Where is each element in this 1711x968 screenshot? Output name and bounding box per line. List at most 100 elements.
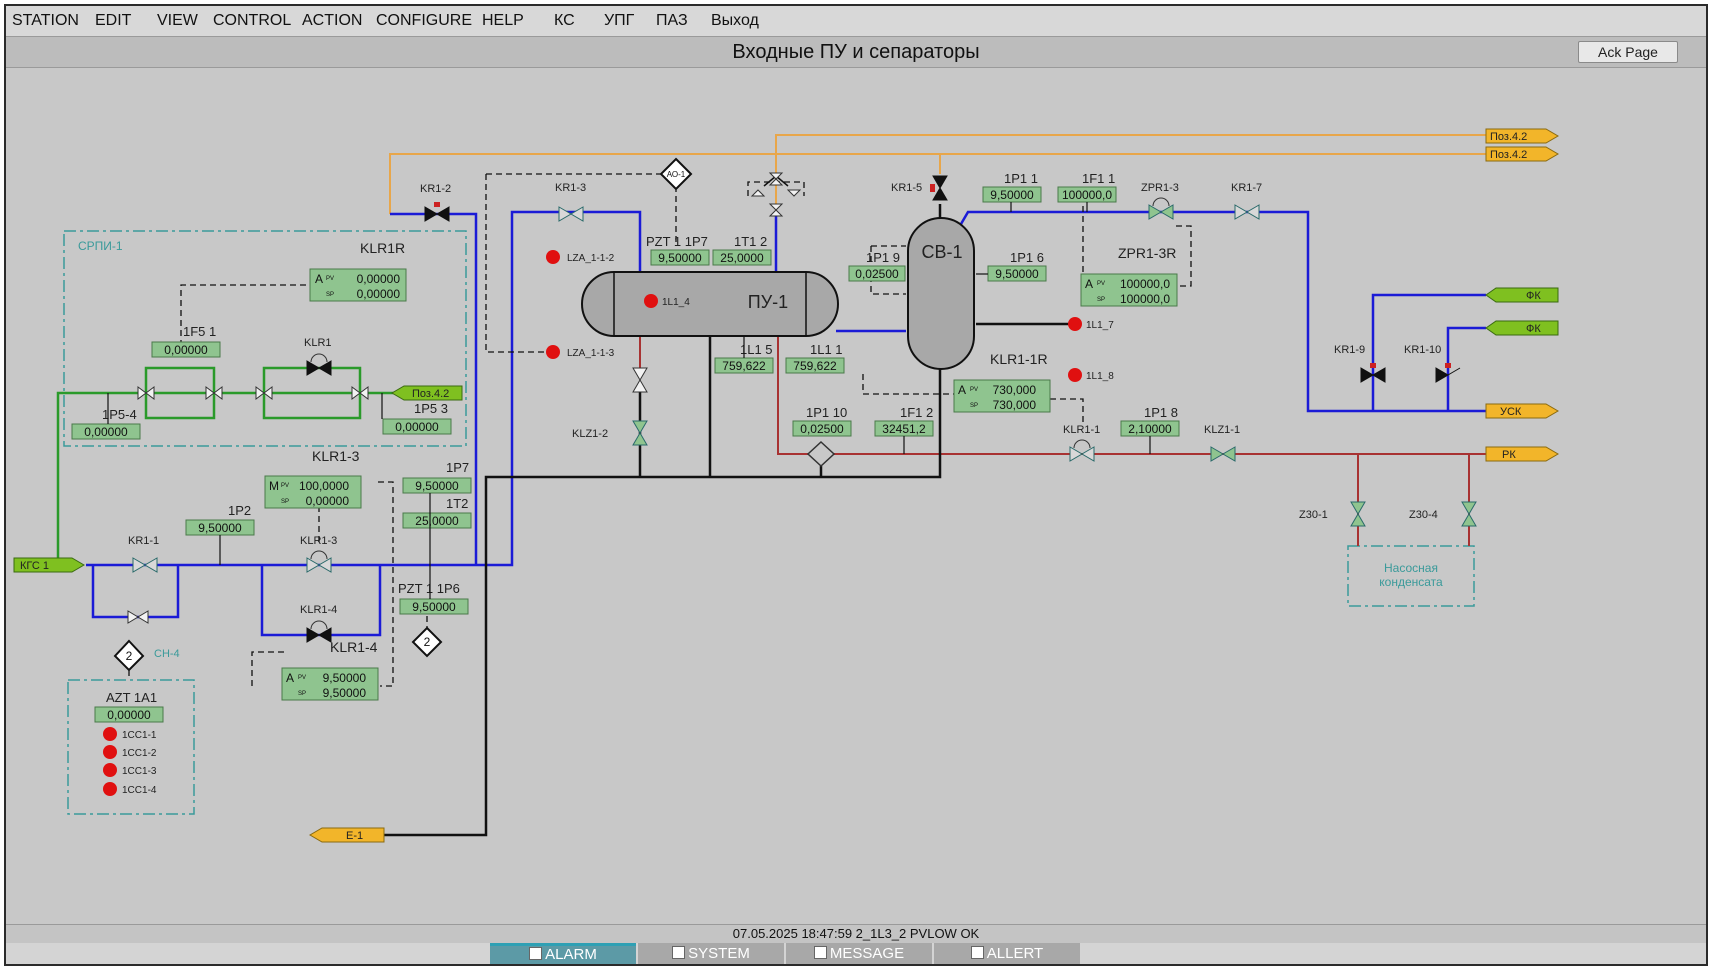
stream-poz-left[interactable] — [391, 385, 463, 401]
valve-klr1-1[interactable] — [1069, 446, 1095, 462]
valve-drain-pu1[interactable] — [632, 367, 648, 393]
controller-klr1r-mode: A — [315, 272, 323, 286]
azt-group-border — [67, 679, 195, 815]
tab-alarm[interactable]: ALARM — [490, 943, 636, 964]
valve-srpi-2[interactable] — [205, 386, 223, 400]
tab-bar: ALARM SYSTEM MESSAGE ALLERT — [6, 943, 1706, 964]
readout-pzt1-1p7[interactable]: 9,50000 — [650, 249, 710, 266]
stream-fk-1[interactable] — [1485, 287, 1559, 303]
menu-exit[interactable]: Выход — [711, 12, 759, 29]
menu-control[interactable]: CONTROL — [213, 12, 292, 29]
valve-kr1-9[interactable] — [1360, 367, 1386, 383]
valve-kr1-7[interactable] — [1234, 204, 1260, 220]
readout-f1-2[interactable]: 32451,2 — [874, 420, 934, 437]
alarm-l1-4[interactable] — [644, 294, 658, 308]
vessel-pu1[interactable] — [581, 271, 839, 337]
readout-t2[interactable]: 25,0000 — [402, 512, 472, 529]
readout-p1-1[interactable]: 9,50000 — [982, 186, 1042, 203]
valve-srpi-3[interactable] — [255, 386, 273, 400]
readout-p7[interactable]: 9,50000 — [402, 477, 472, 494]
readout-f5-1[interactable]: 0,00000 — [151, 341, 221, 358]
valve-klr1-3[interactable] — [306, 557, 332, 573]
readout-f1-1[interactable]: 100000,0 — [1057, 186, 1117, 203]
vessel-sv1[interactable] — [907, 217, 975, 370]
readout-p1-10[interactable]: 0,02500 — [792, 420, 852, 437]
tag-f1-2: 1F1 2 — [900, 405, 933, 420]
tab-message-checkbox[interactable] — [813, 946, 827, 959]
valve-kr1-2[interactable] — [424, 206, 450, 222]
valve-zpr1-3[interactable] — [1148, 204, 1174, 220]
readout-p1-9[interactable]: 0,02500 — [848, 265, 906, 282]
menu-view[interactable]: VIEW — [157, 12, 198, 29]
readout-p2[interactable]: 9,50000 — [185, 519, 255, 536]
valve-z30-4[interactable] — [1461, 501, 1477, 527]
alarm-l1-7[interactable] — [1068, 317, 1082, 331]
tag-kr1-9: KR1-9 — [1334, 344, 1365, 356]
valve-srpi-4[interactable] — [351, 386, 369, 400]
tab-system-checkbox[interactable] — [672, 946, 686, 959]
readout-p5-4[interactable]: 0,00000 — [71, 423, 141, 440]
readout-t1-2[interactable]: 25,0000 — [712, 249, 772, 266]
alarm-cc1-1[interactable] — [103, 727, 117, 741]
menu-edit[interactable]: EDIT — [95, 12, 132, 29]
tag-f1-1: 1F1 1 — [1082, 171, 1115, 186]
menu-paz[interactable]: ПАЗ — [656, 12, 688, 29]
alarm-lza-1-1-2[interactable] — [546, 250, 560, 264]
alarm-cc1-4[interactable] — [103, 782, 117, 796]
valve-kr1-5[interactable] — [932, 175, 948, 201]
valve-klr1-4[interactable] — [306, 627, 332, 643]
menu-upg[interactable]: УПГ — [604, 12, 635, 29]
diamond-ao1[interactable] — [659, 157, 693, 191]
alarm-cc1-3[interactable] — [103, 763, 117, 777]
tag-kr1-5: KR1-5 — [891, 182, 922, 194]
valve-klr1[interactable] — [306, 360, 332, 376]
valve-bypass[interactable] — [127, 610, 149, 624]
readout-pzt1-1p6[interactable]: 9,50000 — [399, 598, 469, 615]
stream-e1[interactable] — [309, 827, 385, 843]
tab-allert-checkbox[interactable] — [970, 946, 984, 959]
stream-poz-2[interactable] — [1485, 146, 1559, 162]
ack-page-button[interactable]: Ack Page — [1578, 41, 1678, 63]
stream-rk[interactable] — [1485, 446, 1559, 462]
readout-azt1a1[interactable]: 0,00000 — [94, 706, 164, 723]
tab-message[interactable]: MESSAGE — [786, 943, 932, 964]
menu-ks[interactable]: КС — [554, 12, 575, 29]
tab-alarm-checkbox[interactable] — [529, 947, 543, 960]
valve-kr1-1[interactable] — [132, 557, 158, 573]
process-diagram: СРПИ-1 Насосная конденсата — [13, 128, 1559, 843]
alarm-cc1-2[interactable] — [103, 745, 117, 759]
readout-p1-6[interactable]: 9,50000 — [987, 265, 1047, 282]
menu-configure[interactable]: CONFIGURE — [376, 12, 472, 29]
alarm-l1-8[interactable] — [1068, 368, 1082, 382]
diamond-ao1-label: АО-1 — [667, 170, 686, 179]
readout-l1-1[interactable]: 759,622 — [785, 357, 845, 374]
readout-l1-5[interactable]: 759,622 — [714, 357, 774, 374]
controller-zpr1-3r-pv: 100000,0 — [1120, 277, 1170, 291]
readout-p5-3[interactable]: 0,00000 — [382, 418, 452, 435]
valve-kr1-10[interactable] — [1435, 367, 1461, 383]
valve-srpi-1[interactable] — [137, 386, 155, 400]
tag-kr1-2: KR1-2 — [420, 183, 451, 195]
stream-fk-2[interactable] — [1485, 320, 1559, 336]
menu-help[interactable]: HELP — [482, 12, 524, 29]
menu-action[interactable]: ACTION — [302, 12, 363, 29]
alarm-lza-1-1-3[interactable] — [546, 345, 560, 359]
diamond-pzt[interactable] — [411, 626, 443, 658]
valve-klz1-1[interactable] — [1210, 446, 1236, 462]
valve-kr1-3-top[interactable] — [558, 206, 584, 222]
menu-station[interactable]: STATION — [12, 12, 79, 29]
readout-p1-8[interactable]: 2,10000 — [1120, 420, 1180, 437]
tab-system[interactable]: SYSTEM — [638, 943, 784, 964]
valve-klz1-2[interactable] — [632, 420, 648, 446]
stream-kgs[interactable] — [13, 557, 85, 573]
valve-z30-1[interactable] — [1350, 501, 1366, 527]
diamond-ch4[interactable] — [113, 639, 145, 672]
stream-poz-1[interactable] — [1485, 128, 1559, 144]
stream-usk[interactable] — [1485, 403, 1559, 419]
tab-allert[interactable]: ALLERT — [934, 943, 1080, 964]
